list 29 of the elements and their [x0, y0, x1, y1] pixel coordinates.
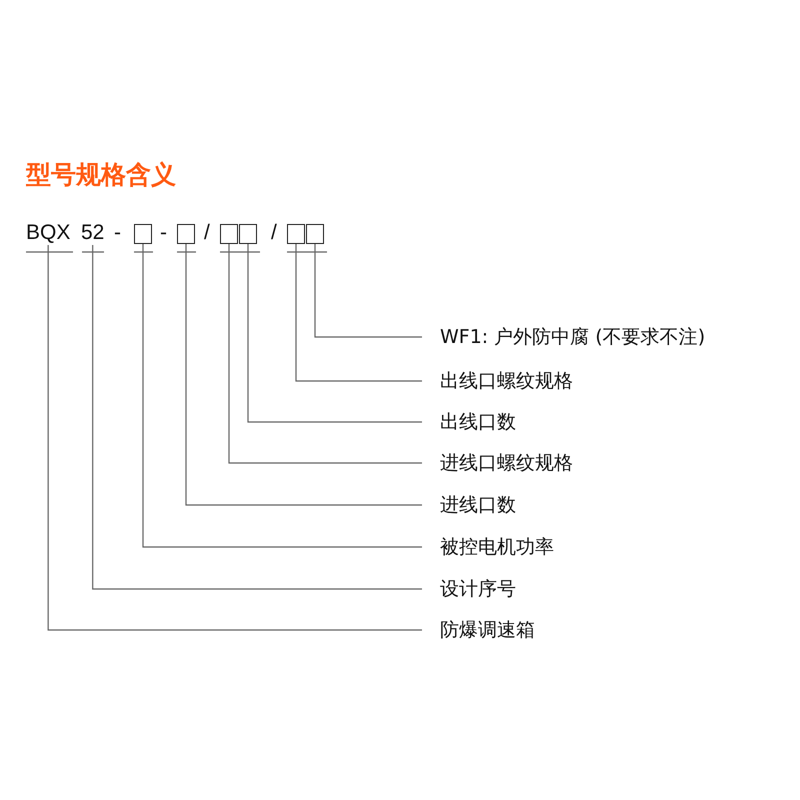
blank-box	[306, 224, 324, 244]
heading: 型号规格含义	[26, 159, 176, 191]
leader-line	[219, 243, 423, 464]
separator-symbol: /	[204, 221, 210, 245]
description-text: WF1: 户外防中腐 (不要求不注)	[422, 324, 706, 350]
blank-box	[239, 224, 257, 244]
description-text: 防爆调速箱	[422, 617, 535, 643]
leader-line	[133, 243, 423, 548]
leader-line	[25, 244, 423, 631]
model-code-part: BQX	[26, 221, 70, 245]
description-text: 被控电机功率	[422, 534, 554, 560]
separator-symbol: /	[271, 221, 277, 245]
separator-symbol: -	[114, 221, 121, 245]
leader-line	[176, 243, 423, 506]
blank-box	[220, 224, 238, 244]
leader-line	[286, 243, 423, 382]
blank-box	[177, 224, 195, 244]
separator-symbol: -	[160, 221, 167, 245]
description-text: 出线口数	[422, 409, 516, 435]
blank-box	[134, 224, 152, 244]
leader-line	[306, 243, 423, 338]
description-text: 出线口螺纹规格	[422, 368, 573, 394]
description-text: 设计序号	[422, 576, 516, 602]
description-text: 进线口数	[422, 492, 516, 518]
blank-box	[287, 224, 305, 244]
description-text: 进线口螺纹规格	[422, 450, 573, 476]
model-code-part: 52	[81, 221, 104, 245]
leader-line	[239, 243, 423, 423]
leader-line	[81, 244, 423, 590]
